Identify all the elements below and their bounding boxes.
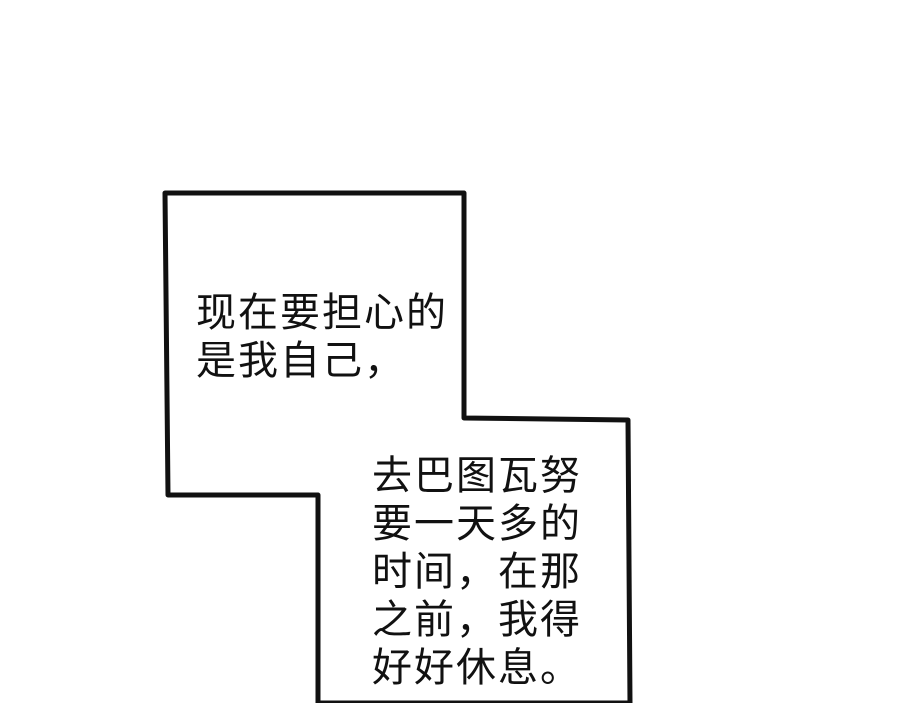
speech-bubble-border — [162, 190, 633, 703]
speech-line: 要一天多的 — [372, 501, 582, 547]
speech-text-first: 现在要担心的 是我自己， — [196, 289, 448, 385]
speech-line: 现在要担心的 — [196, 290, 448, 336]
speech-text-second: 去巴图瓦努 要一天多的 时间，在那 之前，我得 好好休息。 — [372, 452, 582, 692]
speech-line: 好好休息。 — [372, 645, 582, 691]
speech-line: 之前，我得 — [372, 597, 582, 643]
speech-line: 是我自己， — [196, 338, 406, 384]
speech-line: 去巴图瓦努 — [372, 453, 582, 499]
speech-line: 时间，在那 — [372, 549, 582, 595]
